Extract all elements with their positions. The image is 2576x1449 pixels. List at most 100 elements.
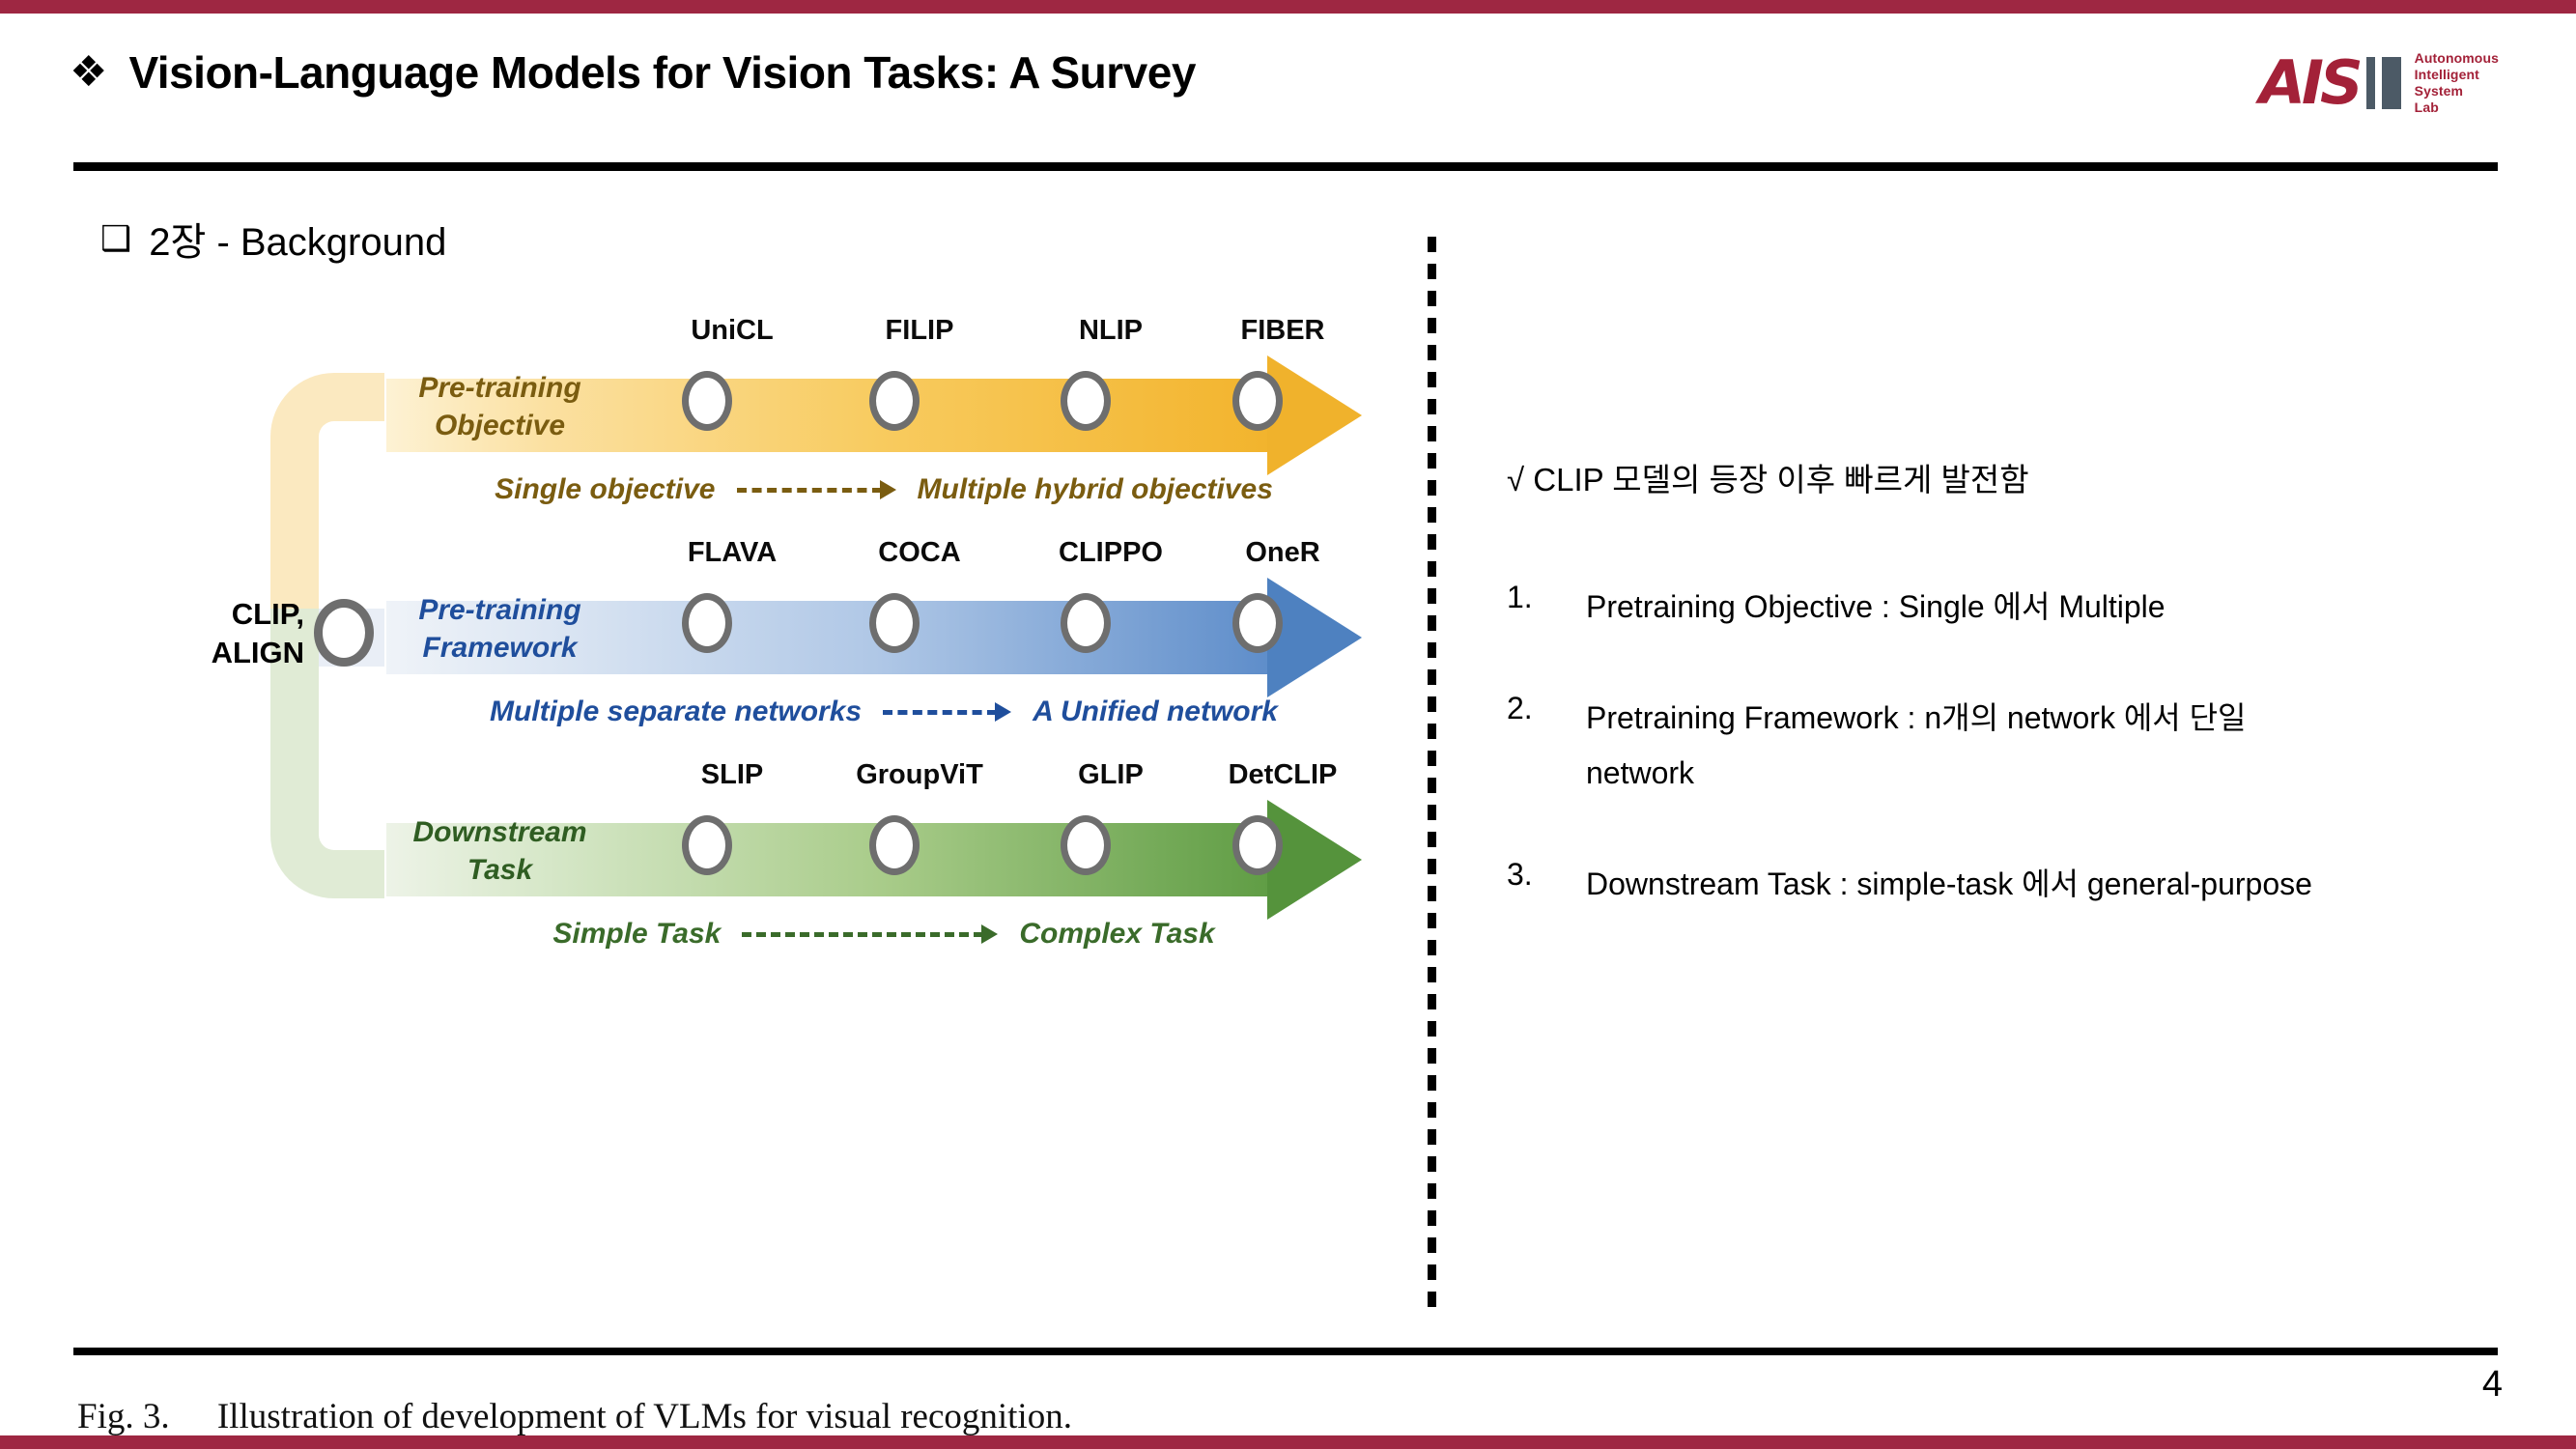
objective-arrow-band [386, 355, 1362, 475]
ais-lab-logo: AIS Autonomous Intelligent System Lab [2259, 50, 2499, 116]
page-title-text: Vision-Language Models for Vision Tasks:… [128, 47, 1196, 98]
node-label: GroupViT [856, 759, 983, 790]
diamond-bullet-icon: ❖ [70, 48, 108, 96]
notes-panel: √ CLIP 모델의 등장 이후 빠르게 발전함 1. Pretraining … [1507, 454, 2473, 968]
logo-mark: AIS [2258, 46, 2401, 118]
note-text: Pretraining Framework : n개의 network 에서 단… [1586, 699, 2247, 790]
row-downstream-task: Downstream Task SLIP GroupViT GLIP DetCL… [77, 759, 1381, 956]
note-number: 3. [1507, 856, 1533, 892]
bottom-accent-bar [0, 1435, 2576, 1449]
caption-to: Multiple hybrid objectives [917, 473, 1273, 505]
figure-canvas: CLIP, ALIGN Pre-training Objective UniCL… [77, 315, 1381, 995]
row-label-task-line1: Downstream [412, 816, 587, 848]
note-text: Pretraining Objective : Single 에서 Multip… [1586, 589, 2166, 624]
framework-arrow-head-icon [1267, 578, 1362, 697]
note-check-text: CLIP 모델의 등장 이후 빠르게 발전함 [1533, 462, 2029, 497]
node-label: COCA [878, 537, 961, 568]
origin-node-circle [314, 599, 374, 667]
square-bullet-icon: ❑ [100, 218, 132, 258]
node-label: FIBER [1240, 315, 1325, 346]
figure-caption-text: Illustration of development of VLMs for … [216, 1397, 1072, 1436]
caption-to: A Unified network [1033, 696, 1278, 727]
origin-label-line2: ALIGN [211, 635, 304, 669]
node-circle [1061, 815, 1111, 875]
logo-word-autonomous: Autonomous [2414, 50, 2499, 66]
node-circle [869, 815, 920, 875]
task-arrow-body [386, 823, 1285, 896]
task-arrow-band [386, 800, 1362, 920]
row-label-framework-line2: Framework [422, 632, 578, 664]
top-accent-bar [0, 0, 2576, 14]
framework-transition-caption: Multiple separate networks A Unified net… [396, 696, 1372, 728]
caption-from: Single objective [495, 473, 716, 505]
framework-arrow-body [386, 601, 1285, 674]
framework-arrow-band [386, 578, 1362, 697]
objective-transition-caption: Single objective Multiple hybrid objecti… [396, 473, 1372, 506]
node-circle [1232, 371, 1283, 431]
logo-word-system: System [2414, 83, 2464, 99]
node-label: GLIP [1078, 759, 1144, 790]
row-pretraining-framework: Pre-training Framework FLAVA COCA CLIPPO… [77, 537, 1381, 734]
node-label: UniCL [691, 315, 774, 346]
list-item: 2. Pretraining Framework : n개의 network 에… [1507, 691, 2473, 801]
objective-arrow-head-icon [1267, 355, 1362, 475]
origin-label-line1: CLIP, [231, 597, 304, 631]
row-label-framework: Pre-training Framework [410, 591, 589, 667]
origin-label: CLIP, ALIGN [135, 595, 304, 671]
section-heading: ❑ 2장 - Background [100, 211, 446, 267]
note-check-line: √ CLIP 모델의 등장 이후 빠르게 발전함 [1507, 454, 2473, 500]
caption-to: Complex Task [1019, 918, 1215, 950]
task-transition-caption: Simple Task Complex Task [396, 918, 1372, 951]
node-label: DetCLIP [1228, 759, 1338, 790]
caption-from: Multiple separate networks [489, 696, 863, 727]
list-item: 1. Pretraining Objective : Single 에서 Mul… [1507, 580, 2473, 635]
row-label-objective-line1: Pre-training [418, 372, 581, 404]
row-label-objective-line2: Objective [434, 410, 566, 441]
node-label: SLIP [700, 759, 764, 790]
node-circle [1061, 371, 1111, 431]
logo-word-intelligent: Intelligent [2414, 67, 2479, 83]
node-circle [682, 815, 732, 875]
row-label-objective: Pre-training Objective [410, 369, 589, 444]
objective-arrow-body [386, 379, 1285, 452]
node-label: NLIP [1078, 315, 1144, 346]
node-label: CLIPPO [1059, 537, 1163, 568]
dashed-arrow-icon [742, 924, 999, 944]
node-circle [1232, 593, 1283, 653]
node-label: OneR [1245, 537, 1320, 568]
dashed-arrow-icon [883, 702, 1012, 722]
logo-bar-thin-icon [2365, 57, 2375, 110]
node-circle [869, 371, 920, 431]
node-circle [682, 593, 732, 653]
note-number: 1. [1507, 580, 1533, 614]
page-title: ❖ Vision-Language Models for Vision Task… [70, 46, 1196, 99]
node-circle [1061, 593, 1111, 653]
check-bullet-icon: √ [1507, 462, 1525, 497]
section-heading-label: 2장 - Background [149, 221, 447, 264]
task-arrow-head-icon [1267, 800, 1362, 920]
logo-word-lab: Lab [2414, 99, 2439, 116]
node-circle [1232, 815, 1283, 875]
row-label-task-line2: Task [467, 854, 533, 886]
logo-ais-text: AIS [2258, 46, 2364, 118]
logo-wordmark: Autonomous Intelligent System Lab [2415, 50, 2499, 116]
vertical-dashed-divider [1428, 237, 1436, 1319]
note-text: Downstream Task : simple-task 에서 general… [1586, 866, 2312, 901]
list-item: 3. Downstream Task : simple-task 에서 gene… [1507, 857, 2473, 912]
title-divider-rule [73, 162, 2498, 171]
page-number: 4 [2481, 1364, 2503, 1405]
node-label: FILIP [885, 315, 954, 346]
row-label-task: Downstream Task [410, 813, 589, 889]
node-circle [869, 593, 920, 653]
dashed-arrow-icon [736, 480, 896, 499]
logo-bar-thick-icon [2381, 57, 2401, 110]
figure-caption-number: Fig. 3. [77, 1397, 170, 1436]
node-label: FLAVA [687, 537, 778, 568]
node-circle [682, 371, 732, 431]
caption-from: Simple Task [552, 918, 722, 950]
figure-caption: Fig. 3. Illustration of development of V… [77, 1396, 1072, 1437]
footer-divider-rule [73, 1348, 2498, 1355]
note-number: 2. [1507, 690, 1533, 725]
row-label-framework-line1: Pre-training [418, 594, 581, 626]
row-pretraining-objective: Pre-training Objective UniCL FILIP NLIP … [77, 315, 1381, 512]
